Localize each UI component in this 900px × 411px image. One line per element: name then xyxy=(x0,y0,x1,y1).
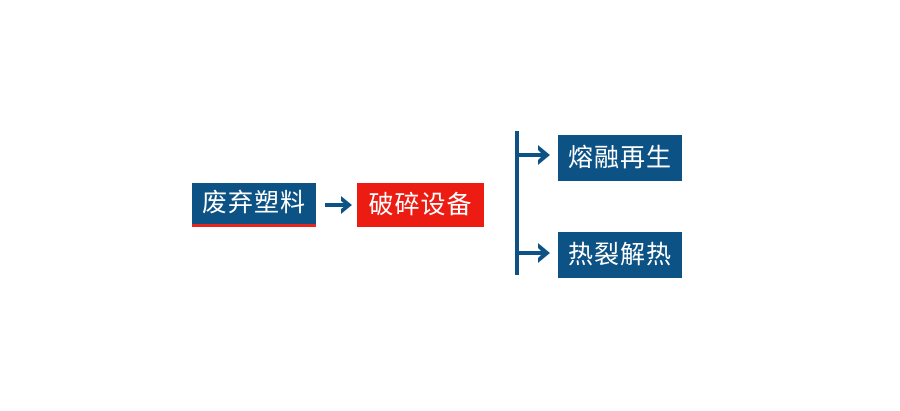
node-output-1-label: 熔融再生 xyxy=(567,143,672,172)
node-output-pyrolysis[interactable]: 热裂解热 xyxy=(558,232,682,278)
node-input-label: 废弃塑料 xyxy=(201,189,306,217)
branch-bracket-icon xyxy=(510,126,564,280)
node-input-waste-plastic[interactable]: 废弃塑料 xyxy=(192,183,316,227)
node-output-2-label: 热裂解热 xyxy=(567,240,672,269)
node-process-label: 破碎设备 xyxy=(368,190,473,219)
node-output-melt-regeneration[interactable]: 熔融再生 xyxy=(558,135,682,181)
arrow-right-icon xyxy=(322,189,358,221)
node-process-crusher[interactable]: 破碎设备 xyxy=(357,183,484,227)
